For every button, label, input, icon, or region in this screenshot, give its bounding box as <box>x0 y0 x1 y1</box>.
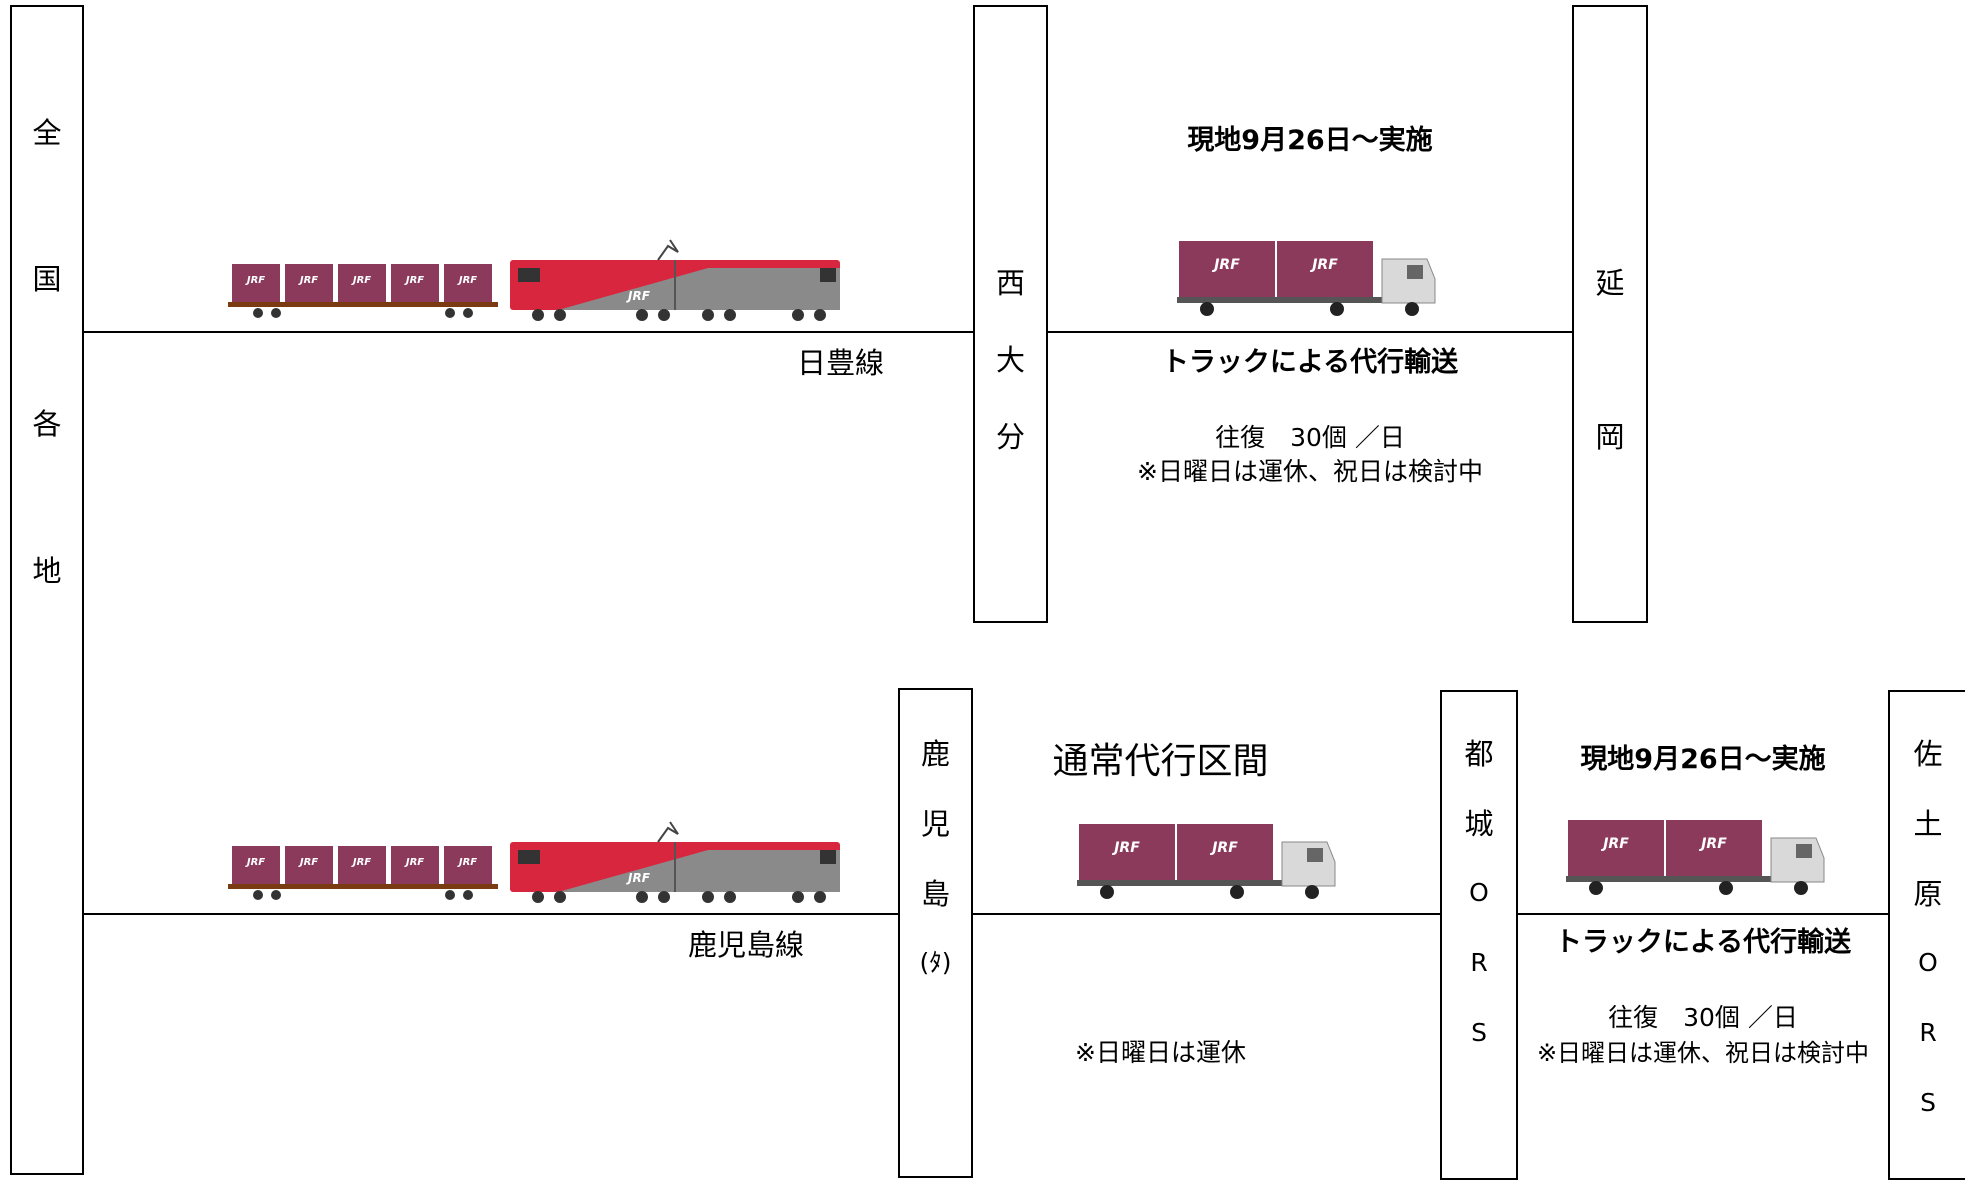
container-wagon: JRF JRF JRF JRF JRF <box>228 264 498 318</box>
truck-route-line-middle <box>971 913 1442 915</box>
volume-label: 往復 30個 ／日 <box>1215 423 1405 452</box>
rail-line-label-kagoshima: 鹿児島線 <box>688 928 805 962</box>
station-box-miyakonojo-ors: 都 城 O R S <box>1440 690 1518 1180</box>
truck-route-line-top <box>1046 331 1574 333</box>
svg-text:JRF: JRF <box>298 857 318 868</box>
station-char: S <box>1920 1088 1936 1117</box>
svg-text:JRF: JRF <box>298 275 318 286</box>
svg-text:JRF: JRF <box>351 275 371 286</box>
notice-start-date: 現地9月26日～実施 <box>1580 744 1826 775</box>
svg-text:JRF: JRF <box>457 857 477 868</box>
station-box-kagoshima-ta: 鹿 児 島 (ﾀ) <box>898 688 973 1178</box>
svg-text:JRF: JRF <box>1211 257 1240 273</box>
station-char: 児 <box>920 807 950 841</box>
svg-text:JRF: JRF <box>245 857 265 868</box>
station-char: R <box>1470 948 1488 977</box>
svg-text:JRF: JRF <box>1309 257 1338 273</box>
svg-text:JRF: JRF <box>1209 840 1238 856</box>
section-title-normal-substitute: 通常代行区間 <box>1052 741 1269 782</box>
locomotive: JRF <box>510 821 840 903</box>
station-char: 佐 <box>1913 737 1943 771</box>
region-box-zenkoku-kakuchi: 全 国 各 地 <box>10 5 84 1175</box>
station-char: 延 <box>1595 266 1625 300</box>
station-char: 城 <box>1464 807 1494 841</box>
operation-note: ※日曜日は運休、祝日は検討中 <box>1536 1039 1870 1067</box>
station-box-nishi-oita: 西 大 分 <box>973 5 1048 623</box>
freight-train-bottom: JRF JRF JRF JRF JRF JRF <box>228 821 840 903</box>
rail-line-kagoshima <box>82 913 900 915</box>
rail-line-label-nippo: 日豊線 <box>797 346 885 380</box>
substitute-transport-label: トラックによる代行輸送 <box>1161 347 1459 378</box>
notice-start-date: 現地9月26日～実施 <box>1187 125 1433 156</box>
container-truck-middle: JRF JRF <box>1077 824 1336 899</box>
station-char: 大 <box>995 343 1025 377</box>
station-char: O <box>1469 878 1489 907</box>
station-box-sadowara-ors: 佐 土 原 O R S <box>1888 690 1965 1180</box>
substitute-transport-label: トラックによる代行輸送 <box>1554 927 1852 958</box>
svg-text:JRF: JRF <box>404 857 424 868</box>
station-char: S <box>1471 1018 1487 1047</box>
station-char: 西 <box>995 266 1025 300</box>
operation-note: ※日曜日は運休、祝日は検討中 <box>1137 457 1483 486</box>
svg-text:JRF: JRF <box>1698 836 1727 852</box>
rail-line-nippo <box>82 331 975 333</box>
station-box-nobeoka: 延 岡 <box>1572 5 1648 623</box>
station-char: 原 <box>1913 877 1943 911</box>
svg-text:JRF: JRF <box>1600 836 1629 852</box>
svg-text:JRF: JRF <box>457 275 477 286</box>
container-wagon: JRF JRF JRF JRF JRF <box>228 846 498 900</box>
region-char: 全 <box>32 116 62 150</box>
svg-text:JRF: JRF <box>626 289 651 303</box>
station-char: 岡 <box>1595 420 1625 454</box>
station-char: 鹿 <box>920 737 950 771</box>
station-char: 土 <box>1913 807 1943 841</box>
svg-text:JRF: JRF <box>351 857 371 868</box>
svg-text:JRF: JRF <box>626 871 651 885</box>
freight-train-top: JRF JRF JRF JRF JRF JRF <box>228 239 840 321</box>
region-char: 国 <box>32 262 62 296</box>
region-char: 地 <box>32 554 62 588</box>
station-char: 都 <box>1464 737 1494 771</box>
container-truck-right: JRF JRF <box>1566 820 1825 895</box>
station-char: 分 <box>995 420 1025 454</box>
truck-route-line-right <box>1516 913 1890 915</box>
locomotive: JRF <box>510 239 840 321</box>
station-char: R <box>1919 1018 1937 1047</box>
region-char: 各 <box>32 407 62 441</box>
svg-text:JRF: JRF <box>245 275 265 286</box>
section-operation-note: ※日曜日は運休 <box>1075 1038 1246 1067</box>
container-truck-top: JRF JRF <box>1177 241 1436 316</box>
svg-text:JRF: JRF <box>1111 840 1140 856</box>
volume-label: 往復 30個 ／日 <box>1608 1003 1798 1032</box>
station-char: 島 <box>920 877 950 911</box>
svg-text:JRF: JRF <box>404 275 424 286</box>
station-char: O <box>1918 948 1938 977</box>
station-char: (ﾀ) <box>919 948 952 977</box>
